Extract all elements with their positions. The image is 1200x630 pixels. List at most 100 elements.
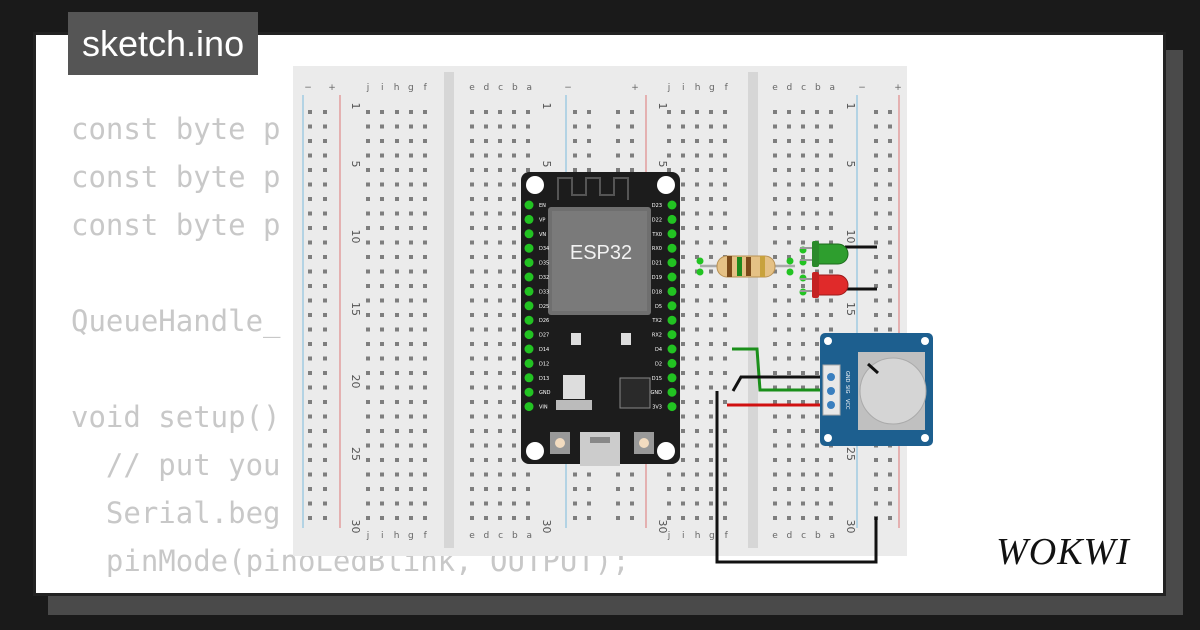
- esp32-pin-label: D13: [539, 376, 549, 382]
- esp32-pin[interactable]: [667, 258, 677, 268]
- wire-black-gnd: [731, 375, 826, 392]
- led-green: [800, 241, 849, 267]
- esp32-pin[interactable]: [524, 286, 534, 296]
- esp32-pin[interactable]: [667, 301, 677, 311]
- column-letter: e: [469, 83, 475, 93]
- esp32-pin-label: VIN: [539, 405, 548, 411]
- row-number: 15: [349, 302, 362, 316]
- rail-sign: −: [304, 83, 312, 93]
- column-letter: g: [408, 531, 414, 541]
- wokwi-logo: WOKWI: [996, 531, 1131, 573]
- row-number: 1: [540, 103, 553, 110]
- esp32-pin-label: D34: [539, 246, 549, 252]
- esp32-pin-label: GND: [651, 390, 663, 396]
- esp32-pin[interactable]: [667, 214, 677, 224]
- wire-green: [732, 347, 826, 392]
- esp32-pin[interactable]: [524, 402, 534, 412]
- esp32-pin-label: GND: [539, 390, 551, 396]
- column-letter: h: [394, 531, 400, 541]
- file-tab[interactable]: sketch.ino: [68, 12, 259, 75]
- esp32-pin[interactable]: [524, 258, 534, 268]
- esp32-pin[interactable]: [524, 358, 534, 368]
- breadboard-holes: [308, 110, 892, 520]
- contact-dot: [786, 257, 794, 265]
- row-number: 30: [656, 520, 669, 534]
- esp32-pin[interactable]: [667, 330, 677, 340]
- esp32-pin[interactable]: [667, 272, 677, 282]
- esp32-pin[interactable]: [667, 315, 677, 325]
- esp32-pin[interactable]: [667, 358, 677, 368]
- esp32-pin[interactable]: [524, 315, 534, 325]
- esp32-pin[interactable]: [524, 214, 534, 224]
- potentiometer-knob[interactable]: [859, 357, 927, 425]
- column-letter: c: [801, 531, 806, 541]
- row-number: 10: [844, 230, 857, 244]
- esp32-pin-label: D2: [655, 361, 662, 367]
- esp32-pin-label: D14: [539, 347, 549, 353]
- column-letter: h: [394, 83, 400, 93]
- rail-sign: +: [328, 83, 336, 93]
- esp32-pin[interactable]: [524, 373, 534, 383]
- rail-sign: −: [564, 83, 572, 93]
- esp32-pin[interactable]: [667, 387, 677, 397]
- column-letter: f: [725, 531, 729, 541]
- column-letter: i: [381, 531, 384, 541]
- column-letter: a: [829, 83, 835, 93]
- esp32-pin[interactable]: [667, 286, 677, 296]
- rail-sign: +: [631, 83, 639, 93]
- column-letter: i: [682, 531, 685, 541]
- esp32-pin[interactable]: [524, 387, 534, 397]
- column-letter: a: [829, 531, 835, 541]
- esp32-pin[interactable]: [524, 200, 534, 210]
- led-red: [800, 272, 849, 298]
- esp32-pin[interactable]: [524, 330, 534, 340]
- wire-black-loop: [715, 391, 878, 564]
- esp32-pin[interactable]: [667, 373, 677, 383]
- column-letter: a: [526, 531, 532, 541]
- column-letter: h: [695, 83, 701, 93]
- esp32-pin-label: D21: [652, 261, 662, 267]
- esp32-pin-label: RX2: [652, 333, 662, 339]
- esp32-pin-label: D26: [539, 318, 549, 324]
- esp32-pin[interactable]: [667, 344, 677, 354]
- column-letter: i: [682, 83, 685, 93]
- column-letter: j: [366, 83, 370, 93]
- row-number: 30: [844, 520, 857, 534]
- column-letter: c: [498, 531, 503, 541]
- row-number: 5: [656, 161, 669, 168]
- column-letter: b: [512, 83, 518, 93]
- esp32-pin-label: D33: [539, 289, 549, 295]
- contact-dot: [786, 268, 794, 276]
- row-number: 25: [844, 447, 857, 461]
- row-number: 1: [349, 103, 362, 110]
- esp32-pin[interactable]: [524, 243, 534, 253]
- column-letter: d: [483, 531, 489, 541]
- esp32-pin[interactable]: [524, 301, 534, 311]
- row-number: 5: [349, 161, 362, 168]
- column-letter: g: [408, 83, 414, 93]
- esp32-pin[interactable]: [667, 402, 677, 412]
- column-letter: a: [526, 83, 532, 93]
- esp32-pin-label: D22: [652, 217, 662, 223]
- column-letter: i: [381, 83, 384, 93]
- row-number: 30: [349, 520, 362, 534]
- esp32-pin[interactable]: [524, 229, 534, 239]
- esp32-pin-label: D25: [539, 304, 549, 310]
- esp32-pin-label: TX0: [651, 232, 662, 238]
- column-letter: f: [424, 83, 428, 93]
- esp32-pin-label: D18: [652, 289, 662, 295]
- svg-text:WOKWI: WOKWI: [996, 531, 1131, 573]
- esp32-pin[interactable]: [667, 229, 677, 239]
- esp32-pins: ENVPVND34D35D32D33D25D26D27D14D12D13GNDV…: [524, 200, 677, 412]
- esp32-pin[interactable]: [667, 243, 677, 253]
- esp32-pin[interactable]: [524, 272, 534, 282]
- esp32-pin-label: 3V3: [652, 405, 662, 411]
- rail-sign: +: [894, 83, 902, 93]
- row-number: 20: [349, 375, 362, 389]
- esp32-pin[interactable]: [667, 200, 677, 210]
- esp32-pin-label: TX2: [651, 318, 662, 324]
- row-number: 25: [349, 447, 362, 461]
- esp32-pin[interactable]: [524, 344, 534, 354]
